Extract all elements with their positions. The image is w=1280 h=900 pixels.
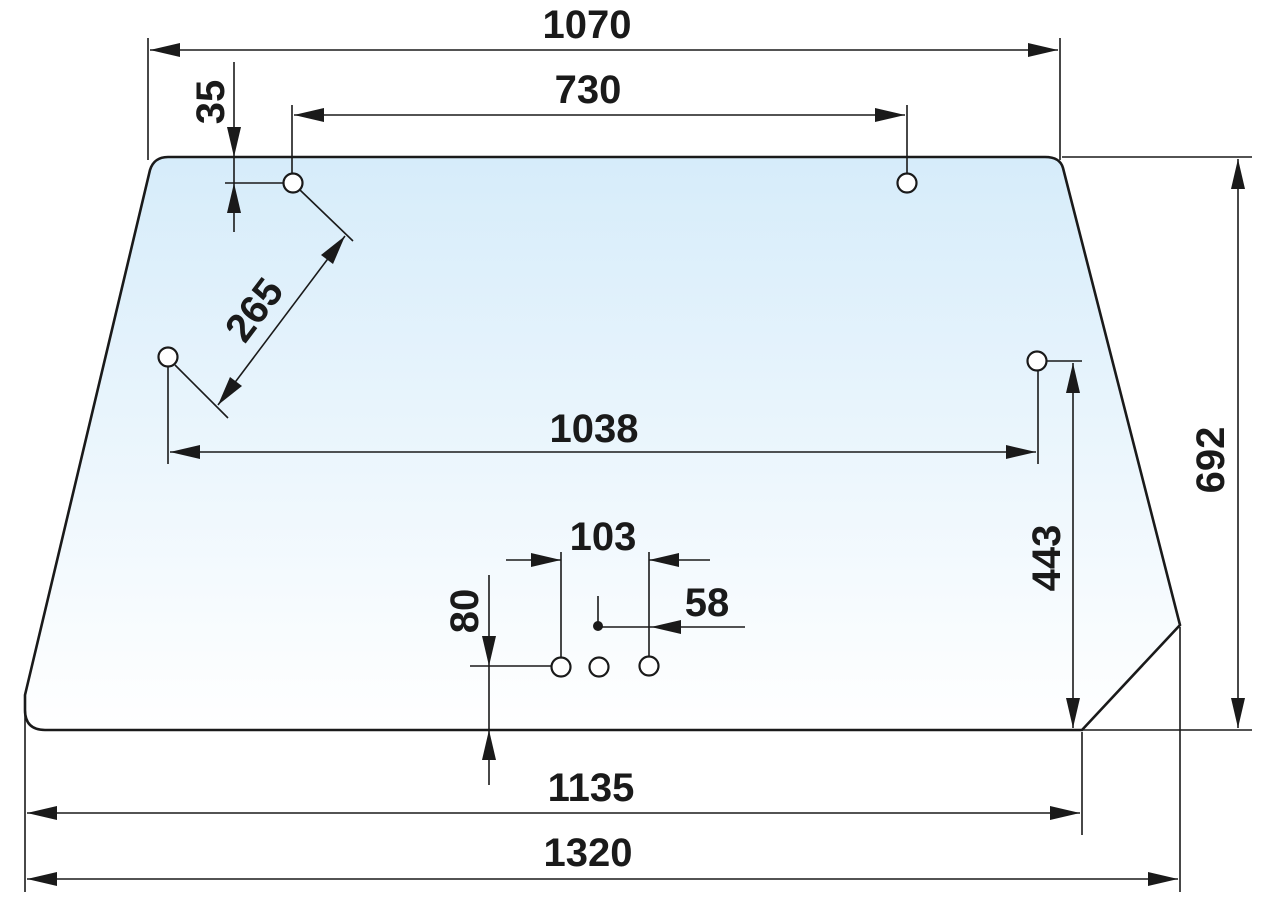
dim-label-bottom-width: 1135 [548, 766, 635, 810]
dim-label-hole-spacing-middle: 1038 [550, 407, 639, 451]
mounting-hole-bottom-center [588, 656, 610, 678]
dim-center-hole-spacing: 103 [506, 515, 710, 660]
mounting-hole-bottom-left [550, 656, 572, 678]
mounting-hole-middle-left [157, 346, 179, 368]
dim-right-height: 443 [1025, 360, 1082, 728]
dim-label-overall-width: 1320 [544, 831, 633, 875]
dim-top-offset: 35 [189, 62, 285, 232]
dim-top-width: 1070 [147, 3, 1061, 160]
mounting-hole-bottom-right [638, 655, 660, 677]
dim-label-center-hole-spacing: 103 [570, 515, 637, 559]
glass-pane-outline [23, 155, 1182, 732]
mounting-hole-middle-right [1026, 350, 1048, 372]
dim-label-top-offset: 35 [189, 80, 233, 125]
dim-hole-spacing-middle: 1038 [167, 366, 1039, 464]
dim-overall-width: 1320 [27, 627, 1181, 892]
dim-bottom-width: 1135 [24, 712, 1083, 892]
center-point-dot [593, 621, 603, 631]
dim-label-top-width: 1070 [543, 3, 632, 47]
mounting-hole-top-right [896, 172, 918, 194]
dim-label-right-height: 443 [1025, 525, 1069, 592]
dim-label-overall-height: 692 [1189, 427, 1233, 494]
dim-hole-spacing-top: 730 [291, 68, 908, 175]
dim-label-center-offset: 58 [685, 581, 730, 625]
dim-bottom-offset: 80 [443, 575, 555, 785]
dim-label-hole-spacing-top: 730 [555, 68, 622, 112]
mounting-hole-top-left [282, 172, 304, 194]
dim-overall-height: 692 [1062, 156, 1252, 731]
dim-center-offset: 58 [593, 581, 745, 634]
dim-label-bottom-offset: 80 [443, 589, 487, 634]
